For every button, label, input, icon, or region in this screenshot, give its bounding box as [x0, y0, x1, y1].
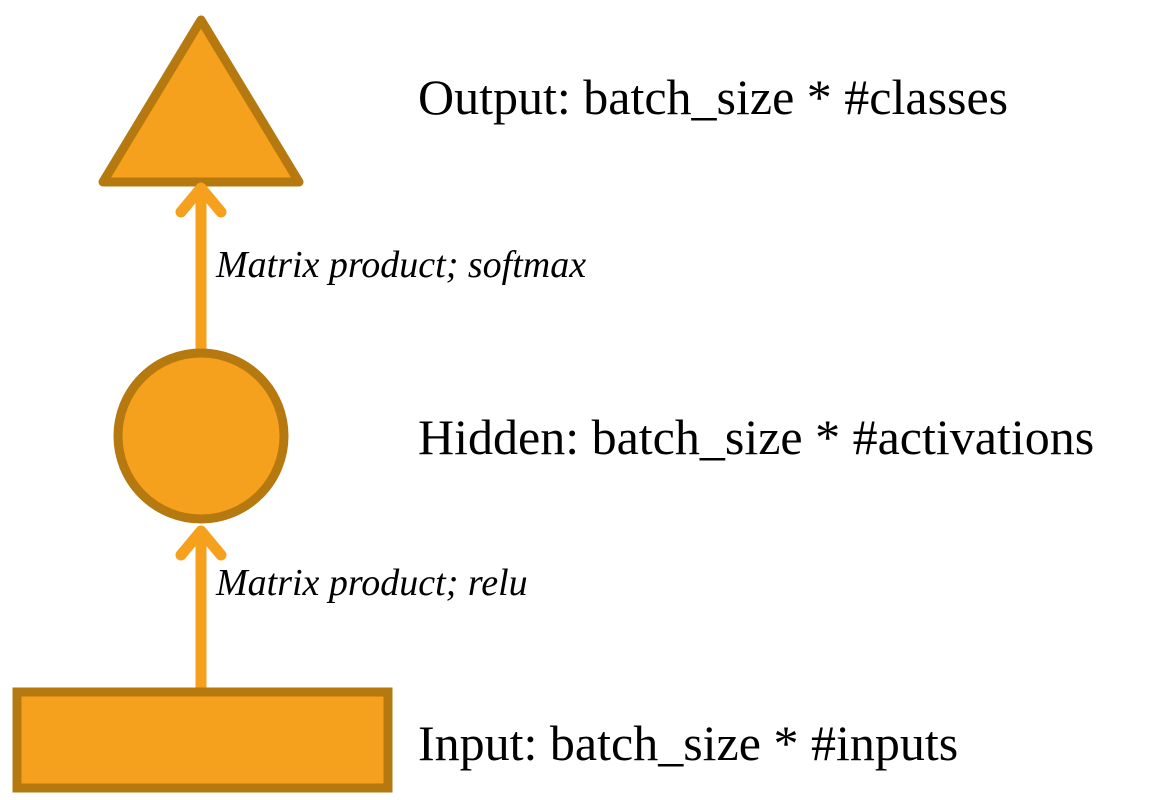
node-output-label: Output: batch_size * #classes: [418, 69, 1009, 125]
node-hidden-label: Hidden: batch_size * #activations: [418, 409, 1095, 465]
node-output-triangle[interactable]: [98, 15, 304, 187]
edge-input-to-hidden-label: Matrix product; relu: [216, 562, 528, 604]
node-input-label: Input: batch_size * #inputs: [418, 715, 959, 771]
node-hidden-circle[interactable]: [113, 348, 289, 524]
edge-hidden-to-output-arrow[interactable]: [175, 182, 227, 358]
edge-hidden-to-output-head: [175, 182, 227, 218]
node-input-rectangle[interactable]: [12, 687, 393, 793]
edge-input-to-hidden-head: [175, 525, 227, 561]
edge-hidden-to-output-label: Matrix product; softmax: [216, 244, 587, 286]
edge-input-to-hidden-arrow[interactable]: [175, 525, 227, 698]
